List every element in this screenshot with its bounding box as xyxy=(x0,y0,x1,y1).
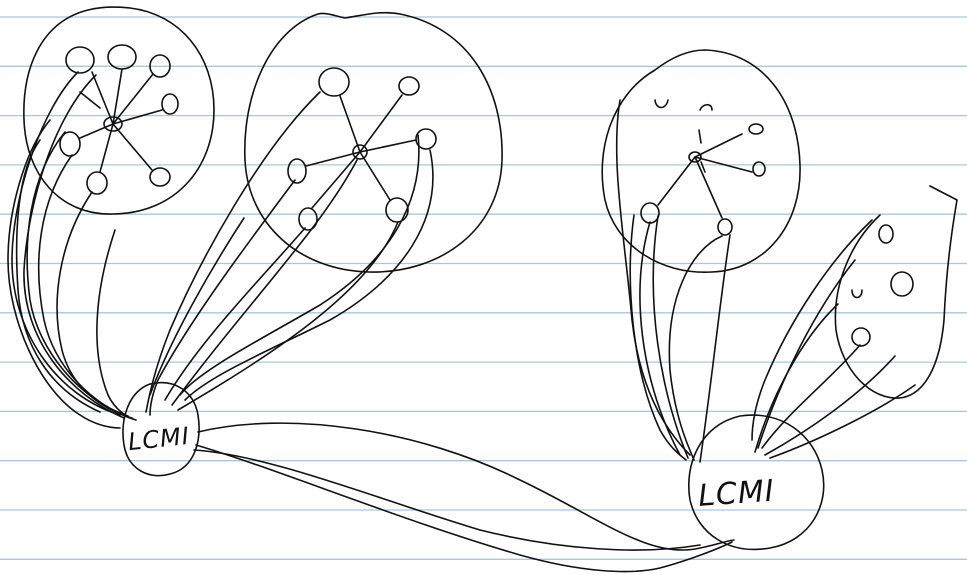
link-line xyxy=(751,219,873,441)
link-line xyxy=(149,217,245,396)
cluster-a-node xyxy=(149,54,171,78)
cluster-d-node xyxy=(890,271,914,297)
link-line xyxy=(184,149,434,401)
cluster-c xyxy=(601,49,801,273)
ruled-lines xyxy=(0,16,967,560)
hub-link-line xyxy=(197,422,735,551)
hub-link-line xyxy=(195,444,733,573)
hub-left: LCMI xyxy=(122,381,200,477)
links-cluster-d-to-hub-right xyxy=(751,219,916,459)
link-line xyxy=(15,139,101,413)
cluster-b xyxy=(244,11,503,273)
cluster-b-node xyxy=(287,158,307,184)
cluster-a-node xyxy=(107,44,137,70)
cluster-b-hub-node xyxy=(352,144,368,160)
link-line xyxy=(179,134,420,396)
cluster-a-boundary xyxy=(23,6,215,215)
cluster-b-node xyxy=(385,197,409,223)
cluster-b-node xyxy=(398,76,420,96)
cluster-a-node xyxy=(161,93,179,115)
link-line xyxy=(23,74,125,419)
cluster-c-node xyxy=(654,99,669,109)
link-line xyxy=(754,303,839,453)
link-line xyxy=(761,344,861,449)
cluster-d-node xyxy=(851,327,871,347)
cluster-c-edges xyxy=(657,133,753,219)
cluster-d xyxy=(834,185,958,399)
hub-left-label: LCMI xyxy=(127,422,192,456)
link-line xyxy=(7,119,121,429)
cluster-d-boundary xyxy=(834,185,958,399)
link-line xyxy=(629,214,687,461)
cluster-a-node xyxy=(86,171,108,195)
cluster-c-node xyxy=(699,103,713,111)
hub-right-label: LCMI xyxy=(697,474,776,514)
link-line xyxy=(171,159,358,406)
cluster-c-node xyxy=(640,202,660,224)
link-line xyxy=(764,355,896,456)
hub-left-circle xyxy=(122,381,200,477)
cluster-c-node xyxy=(717,218,733,236)
link-line xyxy=(652,215,689,459)
cluster-c-boundary xyxy=(601,49,801,273)
cluster-c-node xyxy=(752,161,766,177)
link-line xyxy=(149,179,296,416)
link-line xyxy=(11,71,121,416)
hub-right-circle xyxy=(688,414,825,551)
cluster-a xyxy=(23,6,215,215)
hub-right: LCMI xyxy=(688,414,825,551)
cluster-a-node xyxy=(149,167,171,187)
link-line xyxy=(37,154,131,419)
link-line xyxy=(177,221,399,411)
cluster-a-node xyxy=(59,131,81,157)
cluster-b-boundary xyxy=(244,11,503,273)
link-line xyxy=(56,191,133,419)
cluster-c-node xyxy=(698,129,702,144)
cluster-d-node xyxy=(851,289,863,299)
link-line xyxy=(769,384,916,459)
cluster-a-node xyxy=(65,46,95,74)
links-cluster-b-to-hub-left xyxy=(145,91,434,416)
cluster-b-node xyxy=(298,207,318,231)
links-hub-to-hub xyxy=(193,422,735,573)
link-line xyxy=(757,259,856,449)
link-line xyxy=(699,234,731,463)
cluster-c-hub-node xyxy=(688,151,702,163)
link-line xyxy=(639,221,681,456)
link-line xyxy=(96,229,137,421)
links-cluster-a-to-hub-left xyxy=(7,71,137,429)
hub-link-line xyxy=(193,449,701,551)
cluster-b-node xyxy=(415,128,437,150)
cluster-d-node xyxy=(878,224,894,244)
cluster-b-node xyxy=(318,67,350,97)
cluster-c-node xyxy=(748,123,764,135)
link-line xyxy=(145,91,321,413)
cluster-b-edges xyxy=(305,94,417,209)
cluster-a-hub-node xyxy=(103,116,123,132)
cluster-a-edges xyxy=(79,68,163,173)
link-line xyxy=(668,235,723,461)
links-cluster-c-to-hub-right xyxy=(615,99,731,463)
link-line xyxy=(164,227,306,401)
